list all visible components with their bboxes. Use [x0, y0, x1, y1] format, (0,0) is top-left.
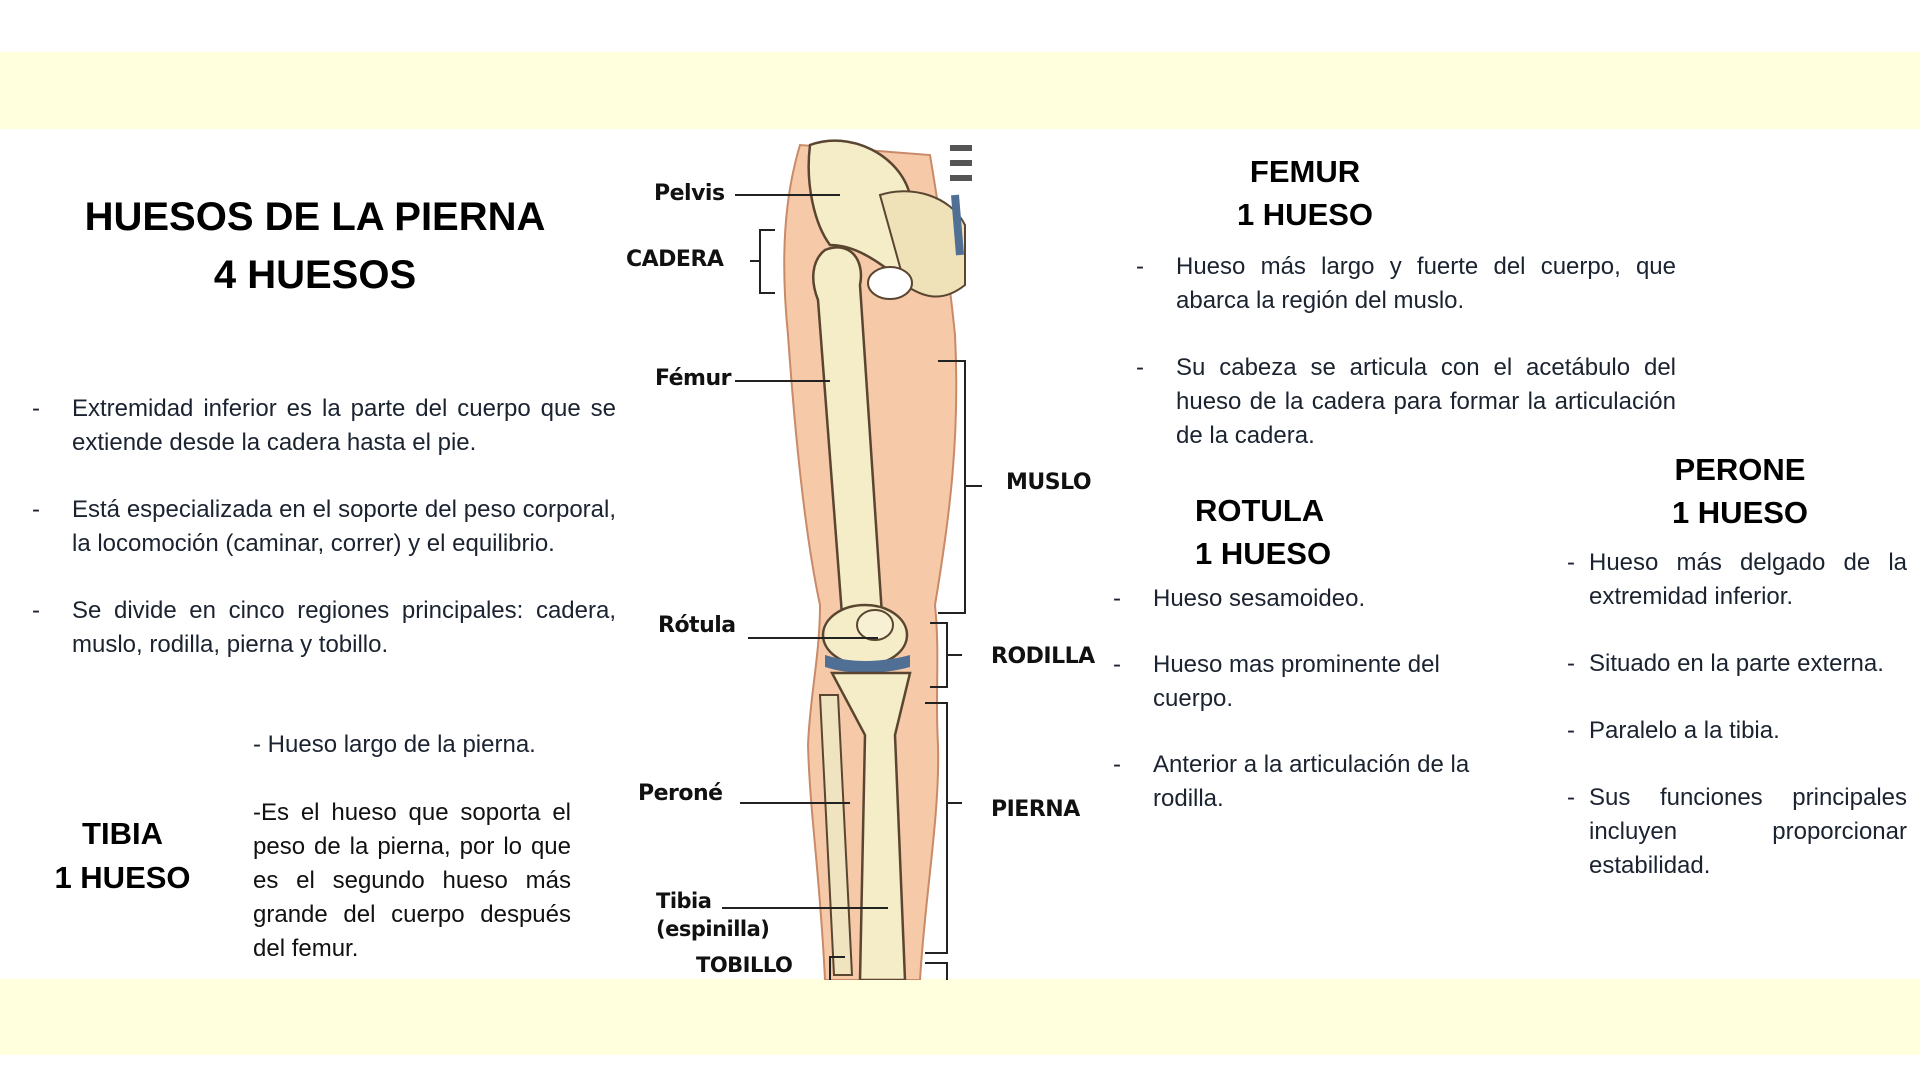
- page-title-line1: HUESOS DE LA PIERNA: [84, 195, 546, 239]
- rotula-bullet: - Hueso mas prominente del cuerpo.: [1113, 651, 1440, 712]
- perone-bullet: - Paralelo a la tibia.: [1567, 717, 1780, 744]
- label-muslo: MUSLO: [1006, 470, 1092, 495]
- leg-illustration: [722, 139, 982, 980]
- intro-bullet: - Está especializada en el soporte del p…: [32, 496, 616, 557]
- label-pierna: PIERNA: [991, 797, 1080, 822]
- label-pelvis: Pelvis: [654, 181, 725, 206]
- femur-count: 1 HUESO: [1236, 197, 1374, 232]
- tibia-bullet: - Hueso largo de la pierna.: [253, 731, 536, 758]
- perone-heading: PERONE 1 HUESO: [1660, 448, 1820, 534]
- tibia-bullet: -Es el hueso que soporta el peso de la p…: [253, 799, 571, 962]
- perone-bullet: - Hueso más delgado de la extremidad inf…: [1567, 549, 1907, 610]
- page-title: HUESOS DE LA PIERNA 4 HUESOS: [80, 188, 550, 304]
- femur-bullet: - Su cabeza se articula con el acetábulo…: [1136, 354, 1676, 449]
- rotula-count: 1 HUESO: [1195, 536, 1332, 571]
- label-tibia-sub: (espinilla): [656, 917, 770, 941]
- bottom-band: [0, 979, 1920, 1055]
- intro-list: - Extremidad inferior es la parte del cu…: [32, 392, 616, 695]
- perone-list: - Hueso más delgado de la extremidad inf…: [1567, 546, 1907, 916]
- femur-list: - Hueso más largo y fuerte del cuerpo, q…: [1136, 250, 1676, 486]
- label-tibia: Tibia: [656, 889, 712, 913]
- rotula-bullet: - Anterior a la articulación de la rodil…: [1113, 751, 1470, 812]
- femur-bullet: - Hueso más largo y fuerte del cuerpo, q…: [1136, 253, 1676, 314]
- intro-bullet: - Extremidad inferior es la parte del cu…: [32, 395, 616, 456]
- top-band: [0, 52, 1920, 129]
- label-rotula: Rótula: [658, 613, 736, 638]
- label-tobillo: TOBILLO: [696, 953, 793, 977]
- perone-name: PERONE: [1674, 452, 1806, 487]
- perone-count: 1 HUESO: [1671, 495, 1809, 530]
- tibia-name: TIBIA: [82, 816, 163, 851]
- rotula-name: ROTULA: [1195, 493, 1325, 528]
- rotula-heading: ROTULA 1 HUESO: [1195, 489, 1335, 575]
- femur-heading: FEMUR 1 HUESO: [1215, 150, 1395, 236]
- leg-anatomy-figure: Pelvis CADERA Fémur Rótula Peroné Tibia …: [620, 135, 1110, 980]
- rotula-bullet: - Hueso sesamoideo.: [1113, 585, 1366, 612]
- perone-bullet: - Sus funciones principales incluyen pro…: [1567, 784, 1907, 879]
- label-femur: Fémur: [655, 366, 732, 391]
- femur-name: FEMUR: [1249, 154, 1361, 189]
- label-perone: Peroné: [638, 781, 723, 806]
- perone-bullet: - Situado en la parte externa.: [1567, 650, 1884, 677]
- label-rodilla: RODILLA: [991, 644, 1095, 669]
- intro-bullet: - Se divide en cinco regiones principale…: [32, 597, 616, 658]
- rotula-list: - Hueso sesamoideo. - Hueso mas prominen…: [1113, 582, 1513, 849]
- tibia-description: - Hueso largo de la pierna. -Es el hueso…: [253, 728, 571, 966]
- tibia-count: 1 HUESO: [54, 860, 191, 895]
- label-cadera: CADERA: [626, 247, 724, 272]
- page-title-line2: 4 HUESOS: [213, 253, 417, 297]
- tibia-heading: TIBIA 1 HUESO: [40, 812, 205, 900]
